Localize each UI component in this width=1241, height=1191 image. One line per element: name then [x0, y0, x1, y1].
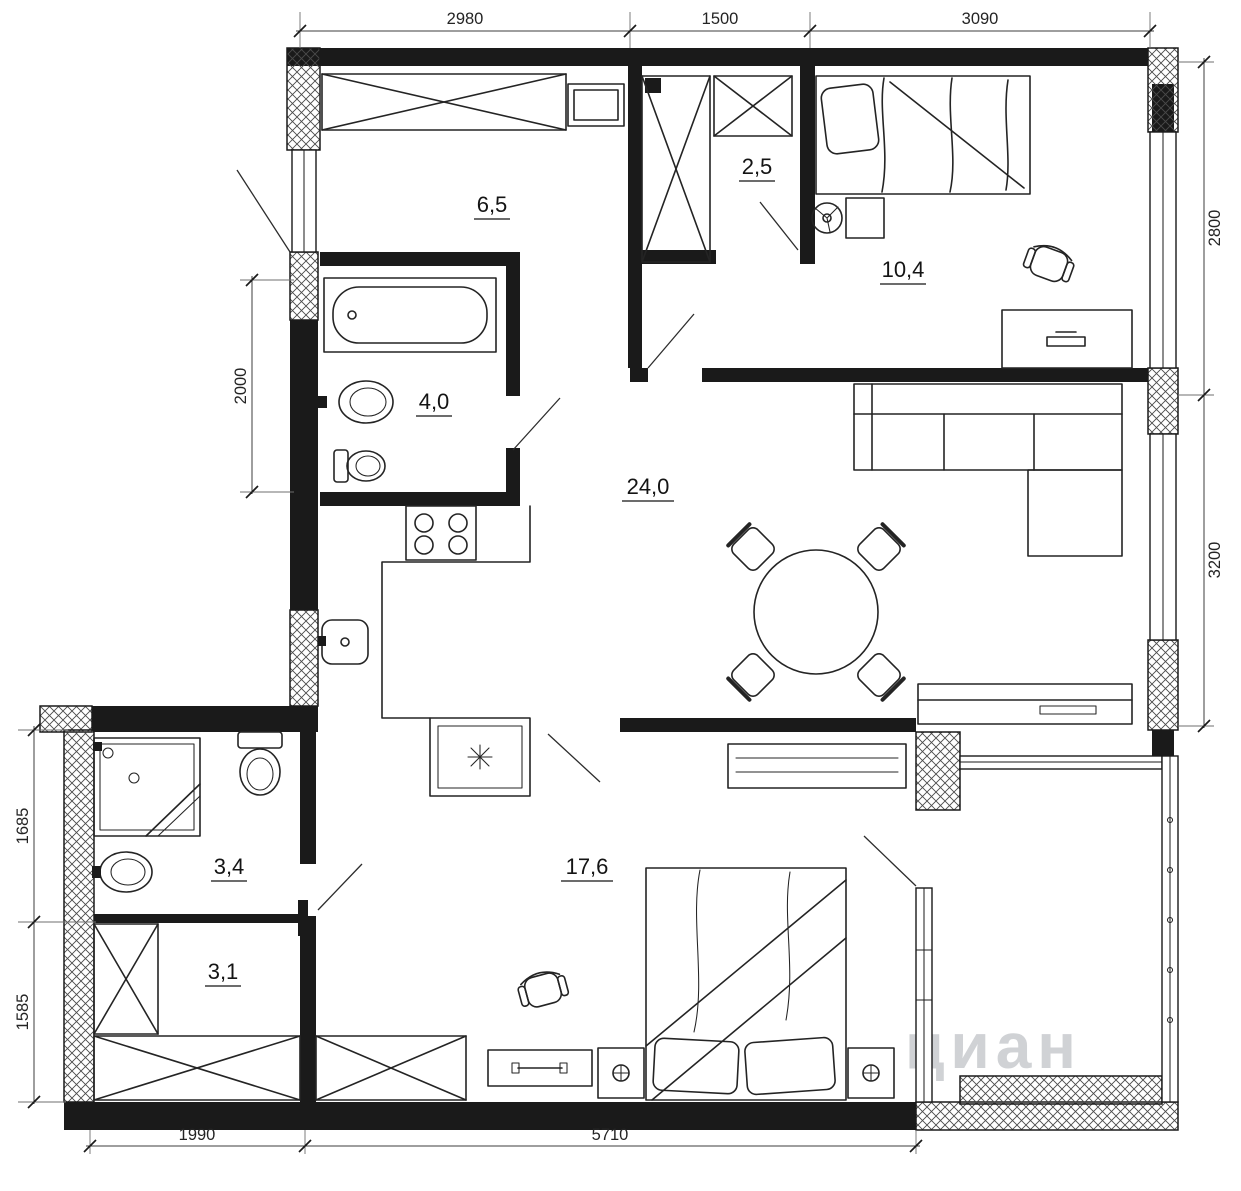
dimension-lines: 2980 1500 3090 2800 3200 2000 1685 1585 — [14, 10, 1224, 1154]
dim-left-3: 1585 — [14, 994, 32, 1031]
tv-console — [917, 683, 1133, 725]
window-right-upper — [1149, 131, 1177, 369]
wall-left — [290, 320, 318, 610]
office-chair-2 — [517, 971, 570, 1008]
door-leaf-bedroom-top — [647, 313, 695, 369]
bench — [487, 1049, 593, 1087]
stove — [405, 505, 477, 561]
leader-line — [236, 169, 291, 253]
room-label-bathroom-bottom: 3,4 — [214, 854, 245, 879]
shower — [93, 737, 201, 837]
closet-hallway — [321, 73, 567, 131]
dim-top-3: 3090 — [962, 10, 999, 28]
room-label-living: 24,0 — [627, 474, 670, 499]
desk — [1001, 309, 1133, 369]
sideboard — [727, 743, 907, 789]
toilet-2 — [237, 731, 283, 796]
closet-hall-vertical — [93, 923, 159, 1035]
door-leaf-bathroom-top — [512, 397, 561, 451]
toilet — [333, 449, 386, 483]
doors — [236, 169, 917, 911]
wardrobe-shelf — [713, 75, 793, 137]
room-label-bedroom-top: 10,4 — [882, 257, 925, 282]
nightstand-lamp — [811, 197, 885, 239]
dim-right-1: 2800 — [1206, 210, 1224, 247]
kitchen-counter — [381, 505, 531, 719]
door-leaf-bedroom-bottom — [547, 733, 601, 783]
balcony-pier — [915, 731, 961, 811]
vent-shaft — [645, 78, 661, 93]
desk-chair — [1022, 244, 1075, 283]
dim-right-2: 3200 — [1206, 542, 1224, 579]
washing-machine — [429, 717, 531, 797]
window-left-upper — [291, 149, 317, 253]
tv-panel — [567, 83, 625, 127]
kitchen-sink — [318, 619, 369, 665]
wall-bottom — [64, 1102, 916, 1130]
bathroom-sink-2 — [92, 851, 153, 893]
closet-bedroom — [315, 1035, 467, 1101]
room-label-bedroom-bottom: 17,6 — [566, 854, 609, 879]
dim-top-1: 2980 — [447, 10, 484, 28]
door-leaf-bathroom-bottom — [317, 863, 363, 911]
closet-hall-bottom — [93, 1035, 301, 1101]
nightstand-left — [597, 1047, 645, 1099]
wardrobe-tall — [641, 75, 711, 263]
room-label-wardrobe: 2,5 — [742, 154, 773, 179]
dining-chair-ne — [857, 522, 906, 571]
watermark-text: циан — [905, 1010, 1082, 1082]
window-bedroom-balcony — [915, 887, 933, 1103]
furniture — [92, 73, 1133, 1101]
room-labels: 6,5 2,5 10,4 4,0 24,0 3,4 3,1 17,6 — [205, 154, 926, 987]
double-bed — [645, 867, 847, 1101]
dim-left-2: 1685 — [14, 808, 32, 845]
door-leaf-wardrobe — [759, 201, 799, 251]
nightstand-right — [847, 1047, 895, 1099]
dim-left-1: 2000 — [232, 368, 250, 405]
room-label-bathroom-top: 4,0 — [419, 389, 450, 414]
dining-chair-nw — [726, 522, 775, 571]
room-label-hall-bottom: 3,1 — [208, 959, 239, 984]
dining-chair-sw — [726, 653, 775, 702]
wall-wing-top — [92, 706, 318, 732]
bathtub — [323, 277, 497, 353]
balcony-glazing-top — [959, 755, 1163, 770]
balcony-glazing-right — [1161, 755, 1179, 1103]
walls — [39, 47, 1179, 1131]
sofa — [853, 383, 1123, 557]
window-right-lower — [1149, 433, 1177, 641]
dining-table — [753, 549, 879, 675]
wall-top — [287, 48, 1148, 66]
dining-chair-se — [857, 653, 906, 702]
windows — [291, 131, 1179, 1103]
dim-top-2: 1500 — [702, 10, 739, 28]
water-valve — [93, 742, 114, 759]
dim-bottom-2: 5710 — [592, 1126, 629, 1144]
room-label-hallway: 6,5 — [477, 192, 508, 217]
door-leaf-balcony — [863, 835, 917, 887]
single-bed — [815, 75, 1031, 195]
bathroom-sink — [318, 380, 394, 424]
dim-bottom-1: 1990 — [179, 1126, 216, 1144]
